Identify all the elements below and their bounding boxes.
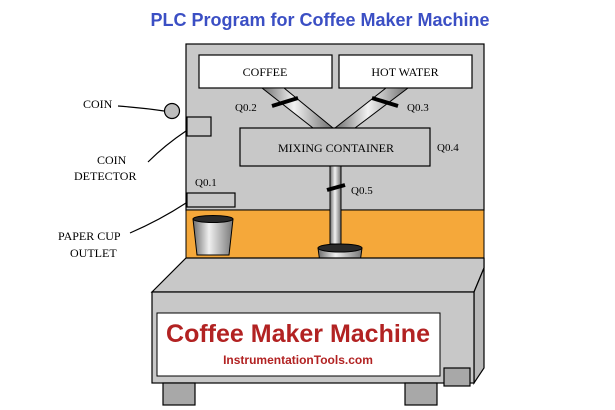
valve-q03: [371, 96, 399, 108]
hot-water-tank: [338, 54, 473, 89]
brand-plate: [156, 312, 441, 377]
page-title: PLC Program for Coffee Maker Machine: [150, 10, 489, 30]
coin-leader: [117, 105, 165, 112]
coin-detector-label-line2: DETECTOR: [74, 169, 136, 183]
output-q04-label: Q0.4: [437, 142, 459, 154]
coin-label: COIN: [83, 97, 113, 111]
coin-slot: [186, 116, 212, 137]
machine-name: Coffee Maker Machine: [166, 320, 430, 348]
coffee-tank-label: COFFEE: [243, 65, 288, 79]
leg-front-right: [404, 382, 438, 406]
output-q02-label: Q0.2: [235, 102, 257, 114]
leg-front-left: [162, 382, 196, 406]
valve-q02: [271, 96, 299, 108]
paper-cup-left: [192, 215, 234, 256]
cup-outlet-label-line2: OUTLET: [70, 246, 117, 260]
output-q03-label: Q0.3: [407, 102, 429, 114]
outlet-pipe: [329, 165, 342, 245]
coin-detector-leader: [147, 130, 187, 163]
cup-outlet-label-line1: PAPER CUP: [58, 229, 121, 243]
output-q01-label: Q0.1: [195, 177, 217, 189]
mixing-container: [239, 127, 431, 167]
coffee-tank: [198, 54, 333, 89]
mixing-container-label: MIXING CONTAINER: [278, 141, 394, 155]
cup-outlet-leader: [129, 202, 187, 234]
hot-water-tank-label: HOT WATER: [371, 65, 438, 79]
leg-back-right: [443, 367, 471, 387]
coin-detector-label-line1: COIN: [97, 153, 127, 167]
table-top: [150, 257, 485, 293]
cup-dispenser-slot: [186, 192, 236, 208]
output-q05-label: Q0.5: [351, 185, 373, 197]
website-label: InstrumentationTools.com: [223, 353, 373, 367]
coin-icon: [163, 102, 181, 120]
valve-q05: [326, 183, 346, 192]
